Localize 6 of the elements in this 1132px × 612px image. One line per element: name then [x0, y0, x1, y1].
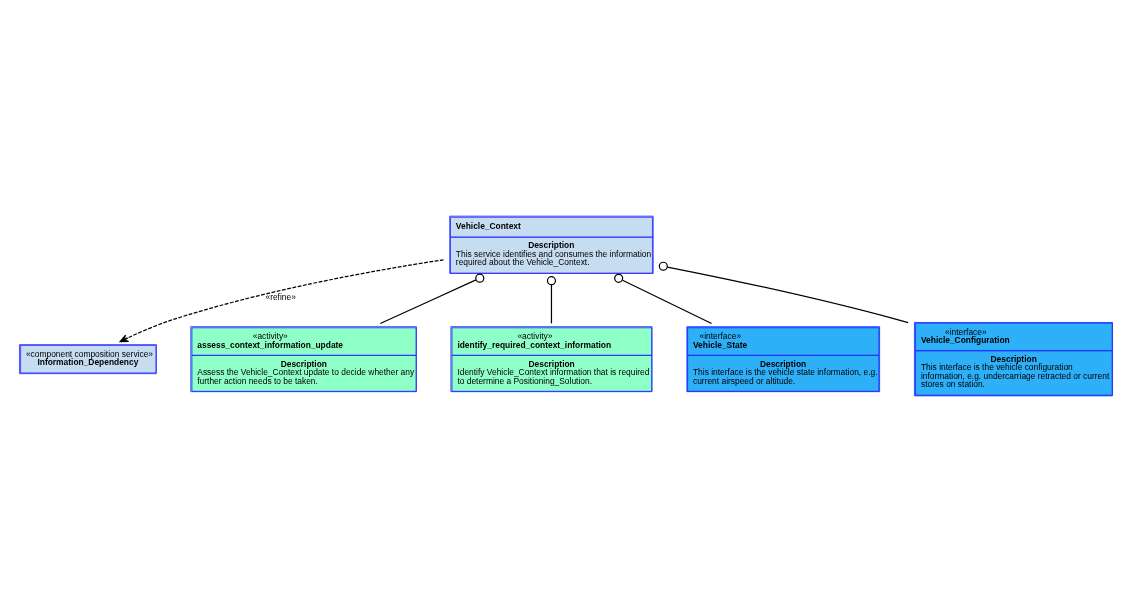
edge-label: «refine» [265, 292, 296, 303]
arrow [119, 259, 445, 343]
connector [658, 261, 909, 324]
connector [546, 276, 557, 324]
connector [379, 273, 485, 325]
connector [614, 273, 713, 325]
